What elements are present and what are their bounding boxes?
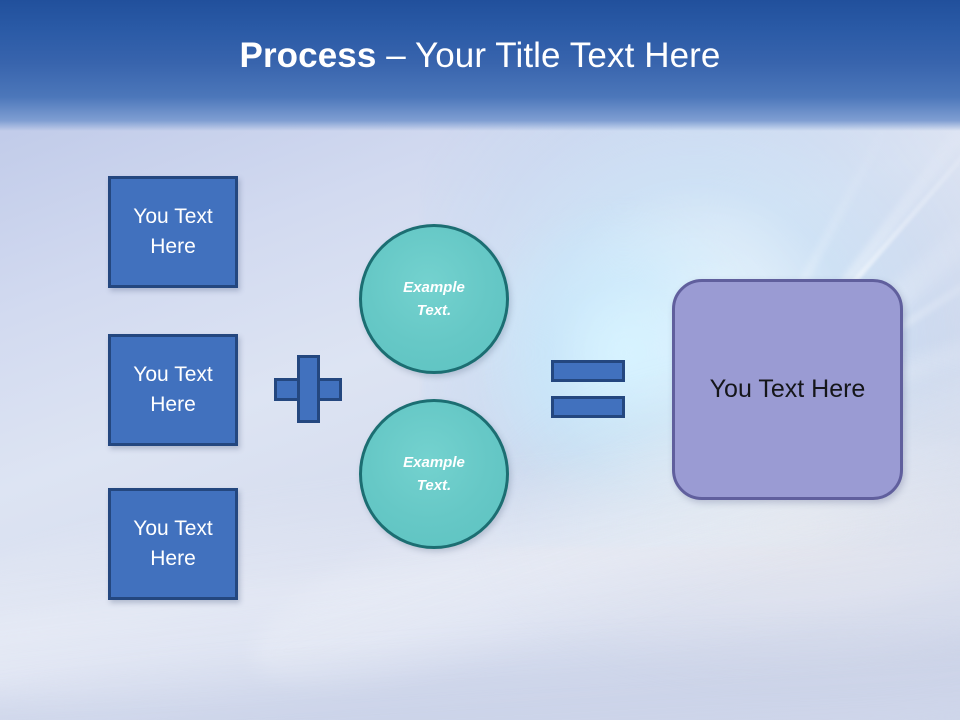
page-title: Process – Your Title Text Here [0,0,960,112]
source-box-1-label: You Text Here [133,205,213,258]
example-circle-1-line2: Text. [416,302,452,319]
equals-icon-bar-top [551,360,625,382]
plus-icon [274,355,342,423]
source-box-2-label: You Text Here [133,363,213,416]
source-box-2[interactable]: You Text Here [108,334,238,446]
source-box-1[interactable]: You Text Here [108,176,238,288]
example-circle-2-line1: Example [403,453,465,471]
result-box[interactable]: You Text Here [672,279,903,500]
source-box-3-label: You Text Here [133,517,213,570]
example-circle-1-line1: Example [403,278,465,296]
page-title-rest: – Your Title Text Here [376,36,721,75]
example-circle-1[interactable]: Example Text. [359,224,509,374]
result-box-label: You Text Here [709,375,866,403]
equals-icon [551,360,625,418]
source-box-3[interactable]: You Text Here [108,488,238,600]
example-circle-2[interactable]: Example Text. [359,399,509,549]
page-title-strong: Process [239,36,377,75]
equals-icon-bar-bottom [551,396,625,418]
example-circle-2-line2: Text. [416,477,452,494]
title-banner [0,0,960,131]
plus-icon-center-fill [300,381,317,398]
